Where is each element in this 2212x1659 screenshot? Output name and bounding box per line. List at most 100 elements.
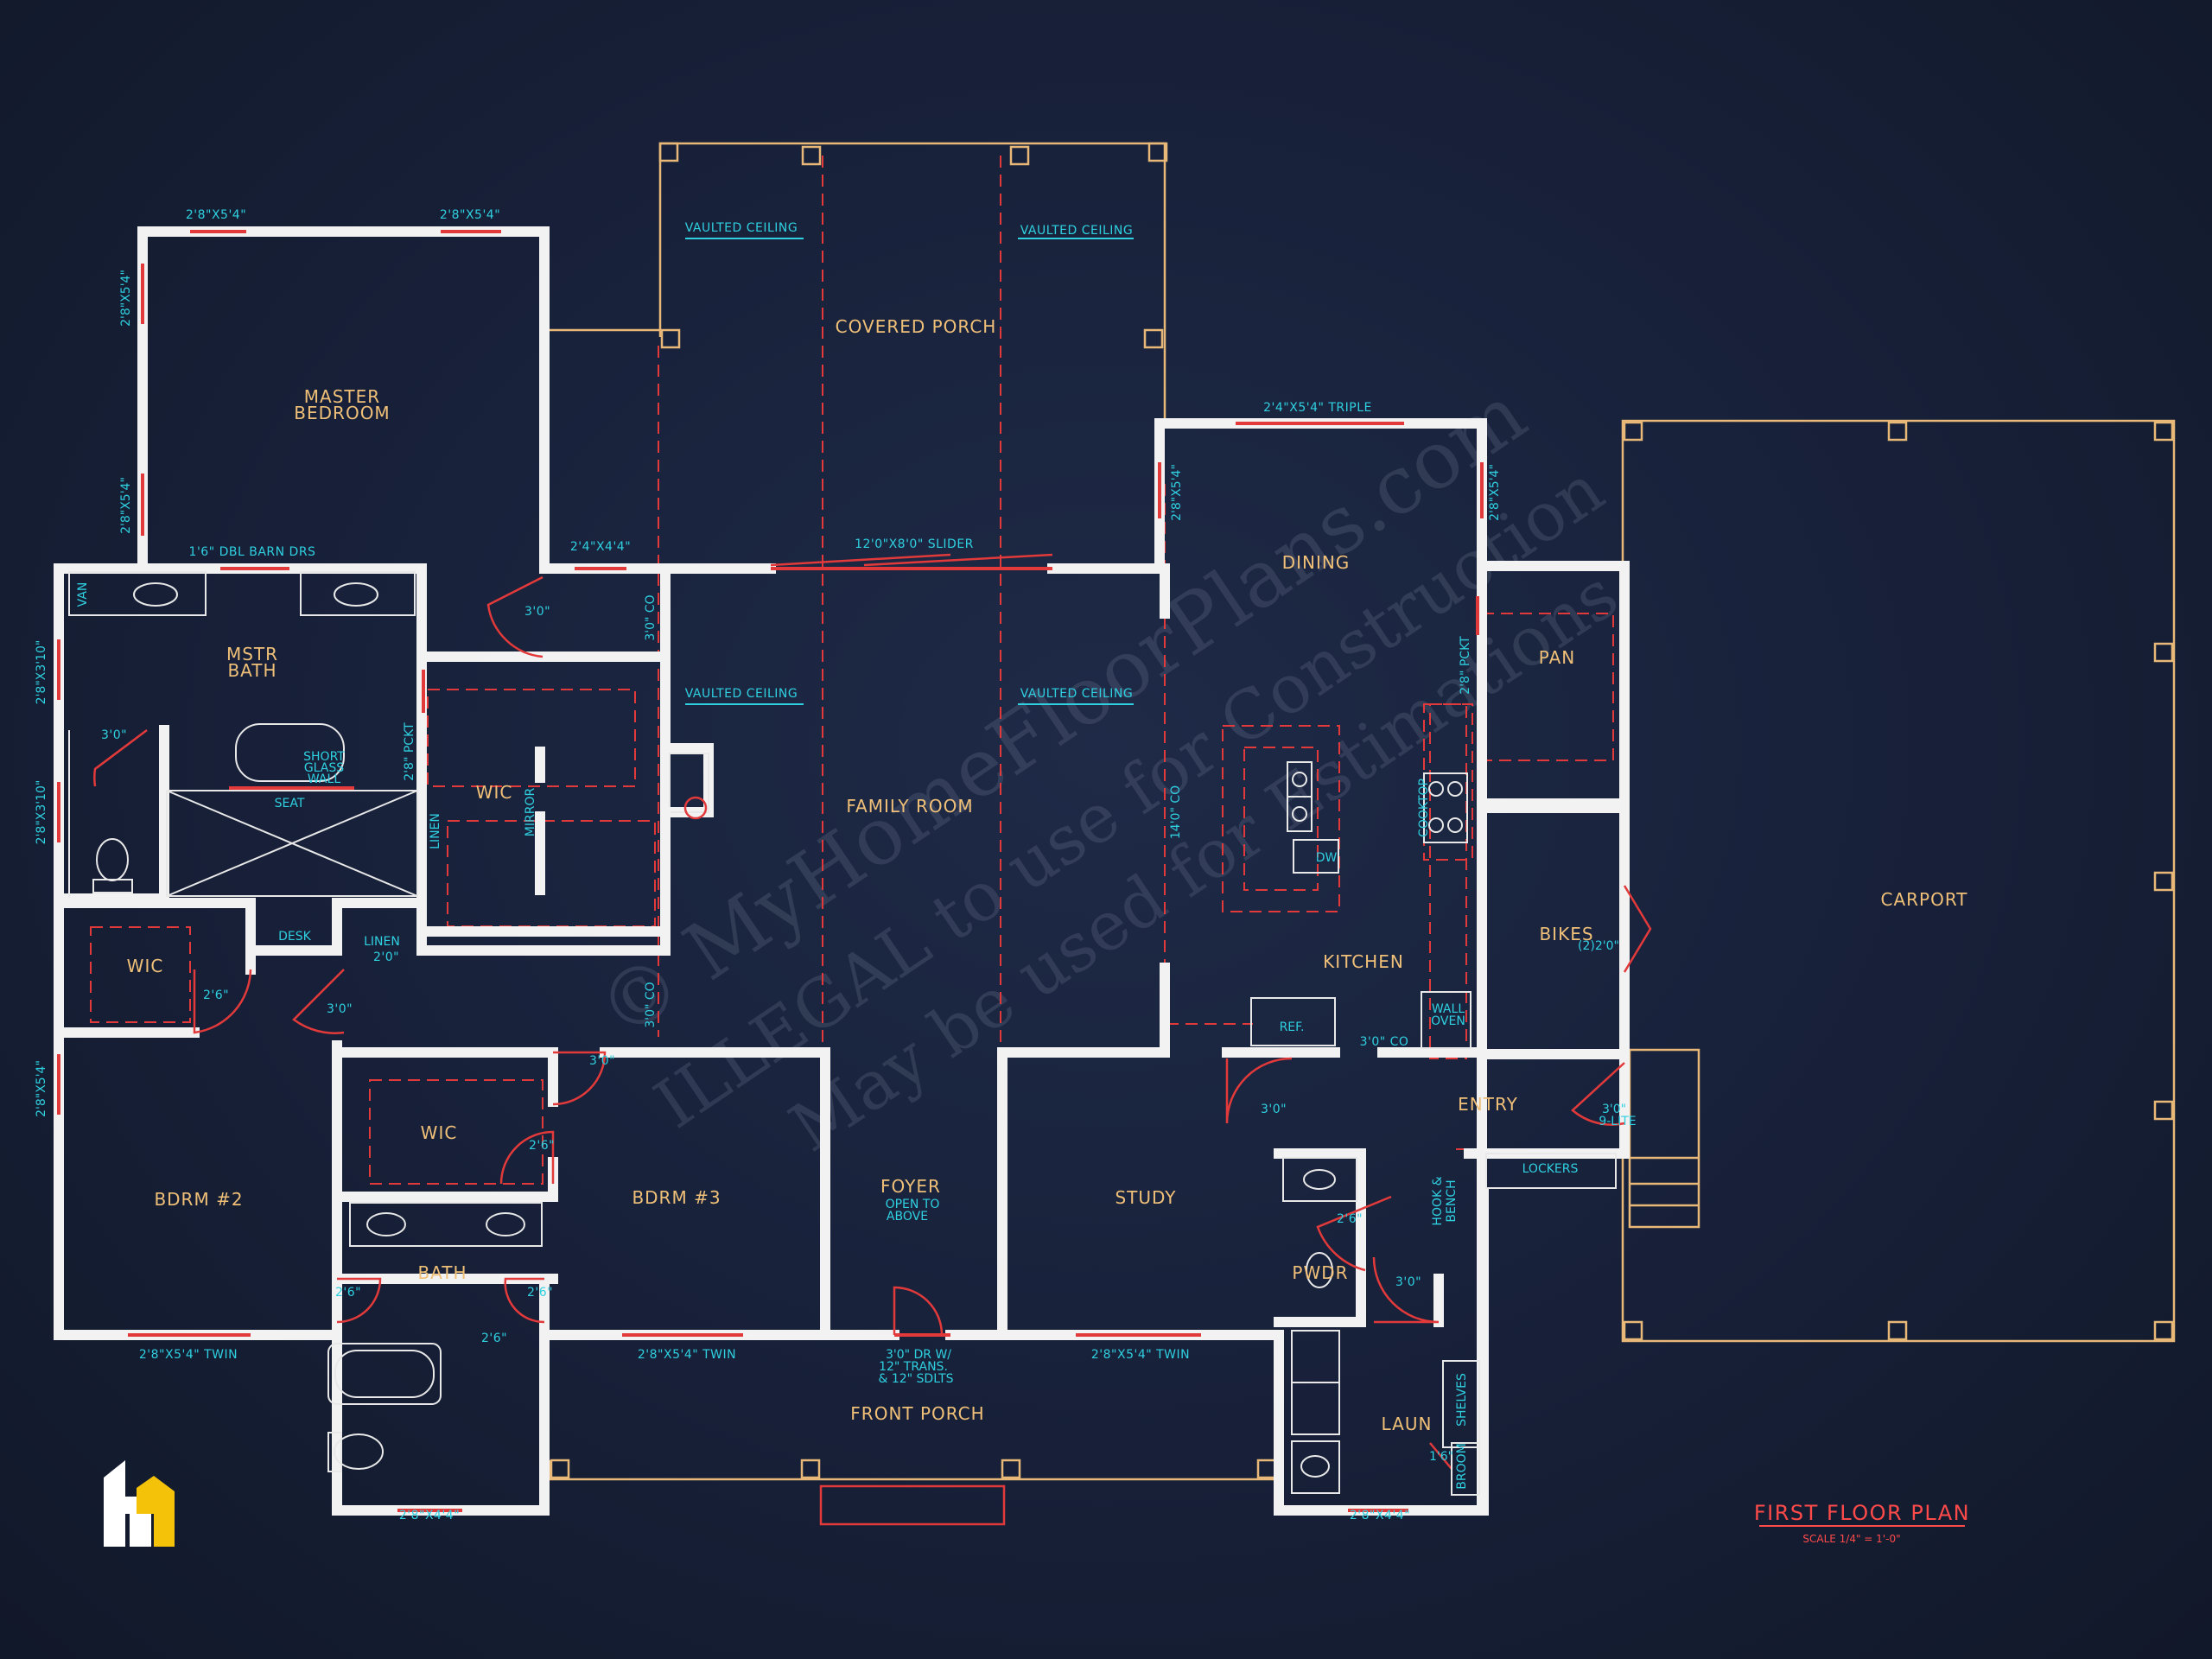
door-label-3: 3'0" [327,1002,353,1016]
dining-label: DINING [1282,552,1351,573]
door-swings [93,575,1652,1470]
win-dining-side-2: 2'8"X5'4" [1488,464,1502,521]
kitchen-label: KITCHEN [1323,951,1404,972]
win-master-top-1: 2'8"X5'4" [186,208,246,222]
ref-label: REF. [1280,1020,1305,1034]
seat-label: SEAT [275,797,305,810]
cooktop-label: COOKTOP [1417,779,1431,837]
front-porch-outline [548,1459,1281,1526]
pckt-label-2: 2'8" PCKT [1459,636,1472,695]
entry-label: ENTRY [1458,1094,1518,1115]
master-bedroom-label-2: BEDROOM [294,403,390,423]
door-2-0: 2'0" [373,950,399,964]
win-2-4x4-4: 2'4"X4'4" [570,540,631,554]
hook-bench-2: BENCH [1445,1179,1459,1222]
win-2-8x4-4-2: 2'8"X4'4" [1350,1509,1410,1522]
front-door-1: 3'0" DR W/ [886,1348,951,1362]
win-master-top-2: 2'8"X5'4" [440,208,500,222]
lockers-label: LOCKERS [1522,1162,1579,1176]
short-glass-3: WALL [308,772,340,786]
entry-door-2: 9-LITE [1599,1115,1636,1128]
linen-label-2: LINEN [364,935,400,949]
mstr-bath-label-1: MSTR [226,644,278,664]
covered-porch-outline [549,142,1168,428]
win-2-8x4-4-1: 2'8"X4'4" [399,1509,460,1522]
room-labels: COVERED PORCH MASTER BEDROOM MSTR BATH W… [127,316,1967,1434]
win-master-side-2: 2'8"X5'4" [119,477,133,534]
dashed-lines [90,156,1614,1305]
win-master-side-1: 2'8"X5'4" [119,270,133,327]
linen-label-1: LINEN [429,813,442,849]
short-glass-1: SHORT [303,750,345,764]
plan-scale: SCALE 1/4" = 1'-0" [1802,1533,1900,1545]
co-label-1: 3'0" CO [644,594,658,640]
foyer-note-2: ABOVE [887,1210,928,1224]
door-2-6-4: 2'6" [527,1286,553,1300]
broom-door-label: 1'6" [1429,1450,1453,1464]
covered-porch-label: COVERED PORCH [836,316,997,337]
door-2-6-2: 2'6" [529,1139,555,1153]
brand-logo [104,1460,175,1547]
windows [57,230,1484,1512]
wic-master-label: WIC [476,782,513,803]
win-twin-2: 2'8"X5'4" TWIN [638,1348,736,1362]
vaulted-ceiling-note-4: VAULTED CEILING [1020,687,1134,701]
mirror-label: MIRROR [524,788,537,837]
watermark: © MyHomeFloorPlans.com ILLEGAL to use fo… [582,367,1631,1167]
win-twin-1: 2'8"X5'4" TWIN [139,1348,238,1362]
co-label-3: 3'0" CO [1360,1035,1409,1049]
laun-label: LAUN [1382,1414,1433,1434]
plan-title: FIRST FLOOR PLAN [1754,1501,1970,1525]
title-block: FIRST FLOOR PLAN SCALE 1/4" = 1'-0" [1754,1501,1970,1545]
door-2-6-6: 2'6" [1337,1212,1363,1226]
short-glass-2: GLASS [304,761,344,775]
win-dining-top: 2'4"X5'4" TRIPLE [1263,401,1372,415]
pan-label: PAN [1539,647,1575,668]
door-2-6-3: 2'6" [335,1286,361,1300]
pckt-label-1: 2'8" PCKT [403,722,416,781]
door-label-5: 3'0" [1261,1103,1287,1116]
door-2-6-1: 2'6" [203,988,229,1002]
slider-note: 12'0"X8'0" SLIDER [855,537,974,551]
dw-label: DW [1316,851,1338,865]
carport-outline [1621,419,2176,1343]
win-twin-3: 2'8"X5'4" TWIN [1091,1348,1190,1362]
bikes-label: BIKES [1539,924,1593,944]
broom-label: BROOM [1455,1443,1469,1489]
carport-label: CARPORT [1880,889,1967,910]
door-label-2: 3'0" [101,728,127,742]
hook-bench-1: HOOK & [1431,1176,1445,1225]
door-2-6-5: 2'6" [481,1332,507,1345]
mstr-bath-label-2: BATH [227,660,276,681]
win-bdrm2-side: 2'8"X5'4" [35,1060,48,1117]
vaulted-ceiling-note-1: VAULTED CEILING [685,221,798,235]
door-label-6: 3'0" [1395,1275,1421,1289]
vaulted-ceiling-note-2: VAULTED CEILING [1020,224,1134,238]
foyer-label: FOYER [880,1176,941,1197]
wall-oven-2: OVEN [1431,1014,1465,1028]
co-label-2: 3'0" CO [644,982,658,1027]
family-room-label: FAMILY ROOM [846,796,973,817]
wic-3-label: WIC [421,1122,458,1143]
master-bedroom-label-1: MASTER [304,386,380,407]
front-door-3: & 12" SDLTS [878,1372,953,1386]
bath-label: BATH [417,1262,467,1283]
wall-oven-1: WALL [1432,1002,1465,1016]
win-bath-side-2: 2'8"X3'10" [35,780,48,845]
win-bath-side-1: 2'8"X3'10" [35,640,48,705]
van-label: VAN [76,582,90,607]
co-14-label: 14'0" CO [1169,785,1183,839]
door-label-4: 3'0" [589,1054,615,1068]
door-label-1: 3'0" [524,605,550,619]
bdrm-2-label: BDRM #2 [154,1189,243,1210]
desk-label: DESK [278,930,312,944]
win-dining-side-1: 2'8"X5'4" [1170,464,1184,521]
shelves-label: SHELVES [1455,1373,1469,1427]
vaulted-ceiling-note-3: VAULTED CEILING [685,687,798,701]
bikes-door-label: (2)2'0" [1578,939,1619,953]
barn-doors-note: 1'6" DBL BARN DRS [189,545,316,559]
pwdr-label: PWDR [1292,1262,1348,1283]
foyer-note-1: OPEN TO [886,1198,940,1211]
study-label: STUDY [1115,1187,1176,1208]
